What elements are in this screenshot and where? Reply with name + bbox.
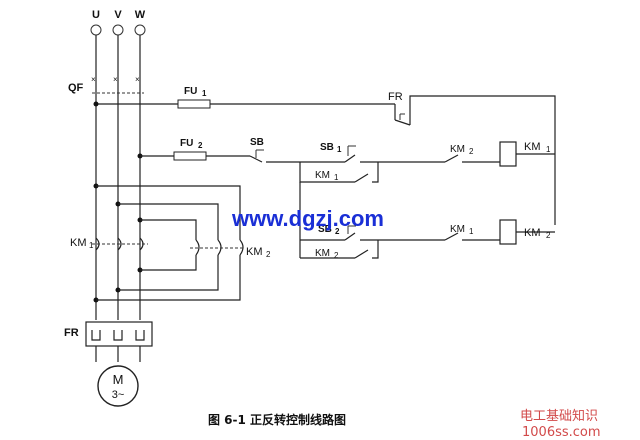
km2-main-label: KM bbox=[246, 246, 263, 258]
main-reversal-wiring bbox=[93, 183, 241, 303]
sb1-label: SB bbox=[320, 142, 334, 153]
forward-control-branch: FU 2 SB SB 1 KM 1 KM 2 KM 1 bbox=[137, 137, 555, 183]
km2-main-contacts: KM 2 bbox=[190, 239, 271, 259]
reverse-control-branch: SB 2 KM 2 KM 1 KM 2 bbox=[299, 182, 555, 260]
phase-v-terminal bbox=[112, 24, 124, 36]
km1-interlock-label: KM bbox=[450, 224, 465, 235]
svg-text:1: 1 bbox=[469, 227, 474, 236]
phase-u-label: U bbox=[92, 9, 100, 21]
motor-m-label: M bbox=[113, 372, 124, 387]
motor-phase-label: 3~ bbox=[112, 389, 125, 401]
km1-main-contacts: KM 1 bbox=[70, 237, 148, 251]
phase-u-terminal bbox=[90, 24, 102, 36]
sb-stop-label: SB bbox=[250, 137, 264, 148]
km1-coil-label: KM bbox=[524, 141, 541, 153]
qf-breaker: QF × × × bbox=[68, 75, 144, 94]
svg-text:×: × bbox=[113, 75, 118, 84]
figure-caption: 图 6-1 正反转控制线路图 bbox=[208, 412, 346, 427]
fr-top-label: FR bbox=[388, 91, 403, 103]
fr-overload-contact: FR bbox=[388, 91, 556, 225]
svg-text:1: 1 bbox=[337, 145, 342, 154]
svg-text:×: × bbox=[135, 75, 140, 84]
fu1-label: FU bbox=[184, 86, 197, 97]
fr-thermal-relay: FR bbox=[64, 321, 153, 362]
fu1-fuse: FU 1 bbox=[93, 86, 395, 109]
svg-text:2: 2 bbox=[469, 147, 474, 156]
svg-text:2: 2 bbox=[198, 141, 203, 150]
km2-coil bbox=[499, 219, 517, 245]
qf-label: QF bbox=[68, 82, 84, 94]
km2-holding-label: KM bbox=[315, 248, 330, 259]
svg-text:2: 2 bbox=[266, 250, 271, 259]
svg-text:1: 1 bbox=[334, 173, 339, 182]
km2-coil-label: KM bbox=[524, 227, 541, 239]
svg-text:×: × bbox=[91, 75, 96, 84]
fr-bottom-label: FR bbox=[64, 327, 79, 339]
main-phase-lines bbox=[95, 35, 141, 320]
km1-holding-label: KM bbox=[315, 170, 330, 181]
svg-text:1: 1 bbox=[89, 241, 94, 250]
km1-main-label: KM bbox=[70, 237, 87, 249]
phase-terminals: U V W bbox=[90, 9, 146, 36]
svg-text:2: 2 bbox=[546, 231, 551, 240]
svg-text:2: 2 bbox=[334, 251, 339, 260]
phase-v-label: V bbox=[114, 9, 122, 21]
motor-symbol bbox=[97, 365, 139, 407]
km1-coil bbox=[499, 141, 517, 167]
center-watermark: www.dgzj.com bbox=[231, 206, 384, 231]
phase-w-label: W bbox=[135, 9, 146, 21]
svg-text:1: 1 bbox=[202, 89, 207, 98]
fu2-label: FU bbox=[180, 138, 193, 149]
svg-text:2: 2 bbox=[335, 227, 340, 236]
motor: M 3~ bbox=[97, 365, 139, 407]
phase-w-terminal bbox=[134, 24, 146, 36]
corner-watermark-bottom: 1006ss.com bbox=[522, 425, 601, 440]
svg-text:1: 1 bbox=[546, 145, 551, 154]
sb2-label: SB bbox=[318, 224, 332, 235]
corner-watermark-top: 电工基础知识 bbox=[520, 408, 598, 424]
km2-interlock-label: KM bbox=[450, 144, 465, 155]
